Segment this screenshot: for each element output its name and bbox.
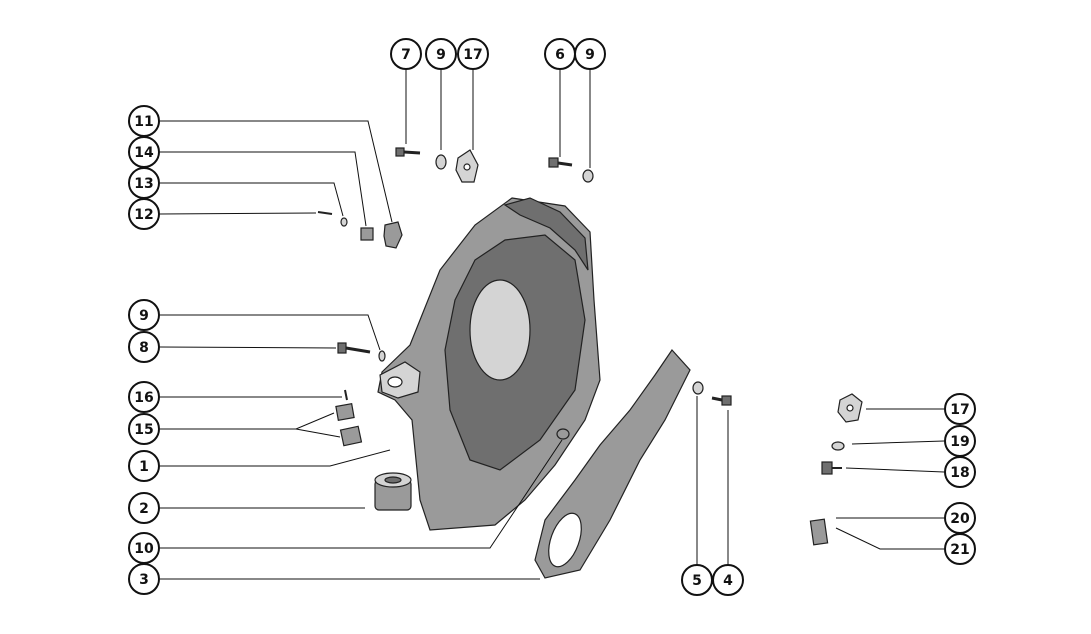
svg-text:14: 14 bbox=[134, 145, 154, 161]
callout-13: 13 bbox=[128, 167, 160, 199]
callout-2: 2 bbox=[128, 492, 160, 524]
svg-text:10: 10 bbox=[134, 541, 154, 557]
housing-part bbox=[377, 197, 601, 531]
callout-9-top-right: 9 bbox=[574, 38, 606, 70]
callout-17-top: 17 bbox=[457, 38, 489, 70]
callout-6: 6 bbox=[544, 38, 576, 70]
callout-3: 3 bbox=[128, 563, 160, 595]
svg-text:2: 2 bbox=[139, 501, 149, 517]
callout-20: 20 bbox=[944, 502, 976, 534]
callout-5: 5 bbox=[681, 564, 713, 596]
callout-16: 16 bbox=[128, 381, 160, 413]
callout-11: 11 bbox=[128, 105, 160, 137]
callout-18: 18 bbox=[944, 456, 976, 488]
cover-plate-part bbox=[534, 349, 691, 579]
svg-text:9: 9 bbox=[436, 47, 446, 63]
svg-text:13: 13 bbox=[134, 176, 153, 192]
svg-text:16: 16 bbox=[134, 390, 153, 406]
svg-text:1: 1 bbox=[139, 459, 149, 475]
leader-lines bbox=[159, 69, 945, 580]
svg-text:17: 17 bbox=[463, 47, 482, 63]
bushing-part bbox=[374, 472, 412, 511]
svg-text:5: 5 bbox=[692, 573, 702, 589]
svg-text:17: 17 bbox=[950, 402, 969, 418]
callout-4: 4 bbox=[712, 564, 744, 596]
callout-8: 8 bbox=[128, 331, 160, 363]
svg-text:21: 21 bbox=[950, 542, 969, 558]
svg-text:6: 6 bbox=[555, 47, 565, 63]
svg-text:4: 4 bbox=[723, 573, 733, 589]
callout-15: 15 bbox=[128, 413, 160, 445]
callout-14: 14 bbox=[128, 136, 160, 168]
callout-9-left: 9 bbox=[128, 299, 160, 331]
callout-1: 1 bbox=[128, 450, 160, 482]
svg-text:9: 9 bbox=[585, 47, 595, 63]
svg-text:11: 11 bbox=[134, 114, 153, 130]
callout-12: 12 bbox=[128, 198, 160, 230]
callout-9-top-left: 9 bbox=[425, 38, 457, 70]
callout-19: 19 bbox=[944, 425, 976, 457]
svg-text:20: 20 bbox=[950, 511, 970, 527]
svg-text:15: 15 bbox=[134, 422, 153, 438]
svg-text:9: 9 bbox=[139, 308, 149, 324]
callout-7: 7 bbox=[390, 38, 422, 70]
svg-text:8: 8 bbox=[139, 340, 149, 356]
svg-text:19: 19 bbox=[950, 434, 969, 450]
callout-10: 10 bbox=[128, 532, 160, 564]
small-hardware bbox=[317, 147, 863, 546]
svg-text:3: 3 bbox=[139, 572, 149, 588]
svg-text:18: 18 bbox=[950, 465, 969, 481]
callout-21: 21 bbox=[944, 533, 976, 565]
svg-text:12: 12 bbox=[134, 207, 153, 223]
svg-text:7: 7 bbox=[401, 47, 411, 63]
callout-17-right: 17 bbox=[944, 393, 976, 425]
